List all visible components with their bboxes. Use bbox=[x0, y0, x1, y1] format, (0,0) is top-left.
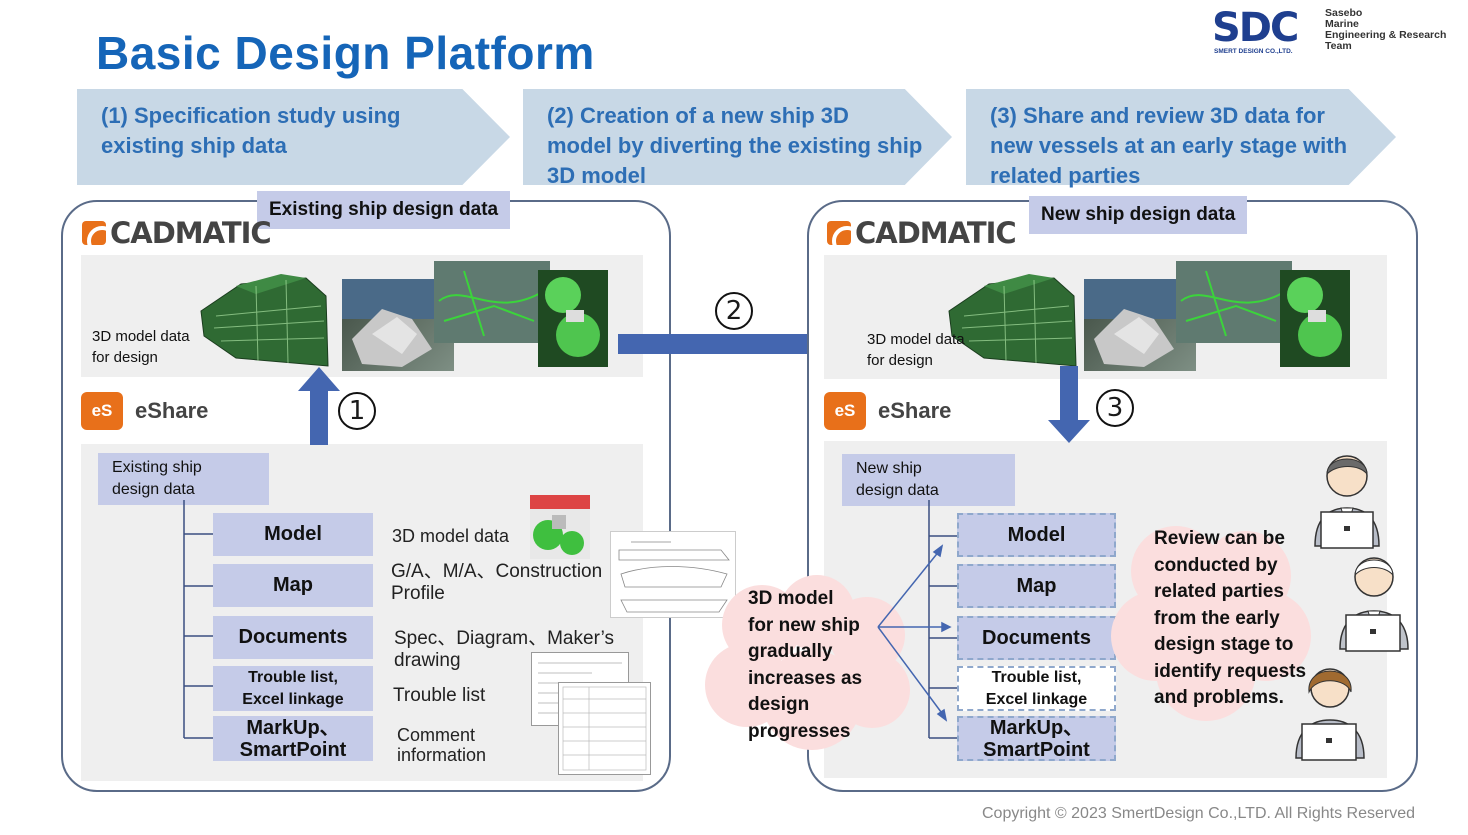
valve-image bbox=[538, 270, 608, 367]
team-line: Sasebo bbox=[1325, 7, 1363, 19]
documents-item[interactable]: Documents bbox=[213, 616, 373, 659]
cadmatic-logo: CADMATIC bbox=[82, 216, 272, 250]
step-number-3: 3 bbox=[1096, 389, 1134, 427]
page-title: Basic Design Platform bbox=[96, 27, 595, 79]
step-number-2: 2 bbox=[715, 292, 753, 330]
markup-item[interactable]: MarkUp、SmartPoint bbox=[957, 716, 1116, 761]
documents-item[interactable]: Documents bbox=[957, 616, 1116, 660]
fan-arrows bbox=[877, 544, 952, 722]
team-line: Team bbox=[1325, 40, 1352, 52]
valve-thumbnail bbox=[530, 495, 590, 559]
reviewer-person-icon bbox=[1314, 455, 1380, 549]
logo-mark: SDC bbox=[1212, 5, 1299, 51]
ga-drawing-thumbnail bbox=[610, 531, 736, 618]
arrow-down-3 bbox=[1048, 366, 1090, 443]
ship-model-image bbox=[948, 274, 1077, 367]
valve-image bbox=[1280, 270, 1350, 367]
piping-image bbox=[1176, 261, 1292, 343]
sdc-logo: SDC SMERT DESIGN CO.,LTD. bbox=[1212, 5, 1308, 55]
reviewer-person-icon bbox=[1339, 557, 1409, 652]
new-ship-tag: New ship design data bbox=[1029, 196, 1248, 234]
map-item[interactable]: Map bbox=[957, 564, 1116, 608]
model-desc: 3D model data bbox=[392, 526, 510, 546]
eshare-icon: eS bbox=[824, 392, 866, 430]
trouble-document-thumbnail bbox=[558, 682, 651, 775]
model-item[interactable]: Model bbox=[213, 513, 373, 556]
cadmatic-icon bbox=[82, 221, 106, 245]
eshare-logo: eS eShare bbox=[824, 392, 951, 430]
cadmatic-logo: CADMATIC bbox=[827, 216, 1017, 250]
team-line: Engineering & Research bbox=[1325, 29, 1447, 41]
trouble-list-item[interactable]: Trouble list,Excel linkage bbox=[957, 666, 1116, 711]
cadmatic-icon bbox=[827, 221, 851, 245]
team-name: Sasebo Marine Engineering & Research Tea… bbox=[1325, 8, 1446, 52]
arrow-up-1 bbox=[298, 367, 340, 445]
piping-image bbox=[434, 261, 550, 343]
tree-lines bbox=[183, 500, 214, 739]
markup-item[interactable]: MarkUp、SmartPoint bbox=[213, 716, 373, 761]
existing-ship-tag: Existing ship design data bbox=[257, 191, 511, 229]
team-line: Marine bbox=[1325, 18, 1359, 30]
step-number-1: 1 bbox=[338, 392, 376, 430]
copyright: Copyright © 2023 SmertDesign Co.,LTD. Al… bbox=[982, 805, 1416, 822]
reviewer-person-icon bbox=[1295, 668, 1365, 761]
eshare-logo: eS eShare bbox=[81, 392, 208, 430]
model-item[interactable]: Model bbox=[957, 513, 1116, 557]
tree-lines bbox=[928, 500, 959, 739]
logo-company: SMERT DESIGN CO.,LTD. bbox=[1214, 48, 1293, 55]
eshare-icon: eS bbox=[81, 392, 123, 430]
trouble-list-item[interactable]: Trouble list,Excel linkage bbox=[213, 666, 373, 711]
cloud-shape bbox=[1111, 526, 1311, 721]
ship-model-image bbox=[200, 274, 329, 367]
trouble-desc: Trouble list bbox=[393, 685, 486, 706]
arrow-right-2 bbox=[618, 322, 858, 366]
map-item[interactable]: Map bbox=[213, 564, 373, 607]
